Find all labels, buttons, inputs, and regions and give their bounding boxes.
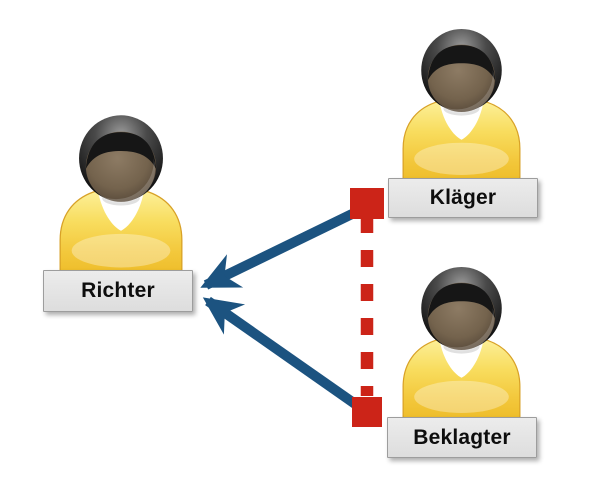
arrow-beklagter-to-richter — [202, 296, 361, 411]
node-label-klaeger: Kläger — [388, 178, 538, 218]
person-icon-richter — [59, 114, 183, 274]
node-label-richter: Richter — [43, 270, 193, 312]
square-endpoint-top — [350, 188, 384, 219]
node-label-text: Beklagter — [413, 425, 511, 449]
node-label-text: Kläger — [429, 186, 497, 209]
person-icon-beklagter — [402, 266, 521, 419]
connector-klaeger-beklagter — [350, 188, 384, 427]
node-label-beklagter: Beklagter — [387, 417, 537, 458]
arrow-klaeger-to-richter — [200, 209, 355, 290]
person-icon-klaeger — [402, 28, 521, 181]
node-label-text: Richter — [81, 279, 155, 302]
square-endpoint-bottom — [352, 397, 382, 427]
